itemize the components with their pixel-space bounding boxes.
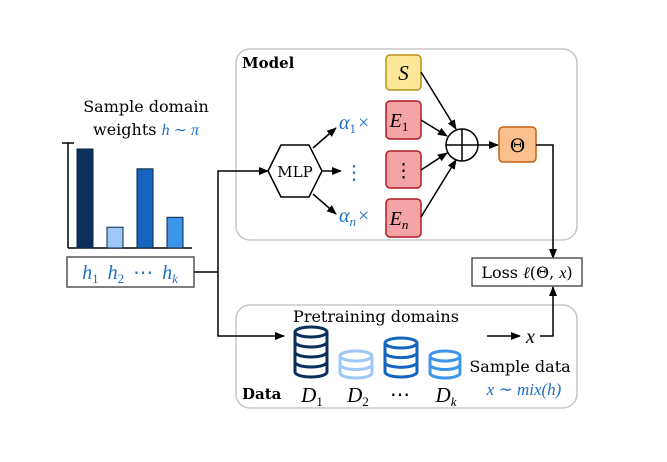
expert-n-label: En — [389, 208, 409, 232]
pretraining-label: Pretraining domains — [293, 307, 459, 326]
weights-vector: h1 h2 ⋯ hk — [82, 262, 178, 288]
arrow-x-loss — [540, 286, 557, 337]
sample-data-line1: Sample data — [469, 357, 571, 376]
connector-to-mlp — [217, 167, 269, 272]
theta-label: Θ — [510, 135, 526, 157]
arrow-mlp-alpha1 — [312, 127, 337, 149]
domain-d1-label: D1 — [300, 383, 323, 409]
sample-data-math: x ∼ mix(h) — [486, 380, 562, 399]
expert-dots-label: ⋮ — [394, 160, 413, 182]
domain-dk-label: Dk — [435, 383, 457, 409]
domain-d2-label: D2 — [346, 383, 369, 409]
arrow-mlp-alphan — [312, 193, 337, 215]
arrow-s-sum — [420, 71, 457, 130]
chart-bar-2 — [106, 226, 124, 249]
db-d2-icon — [338, 349, 374, 380]
chart-bars — [76, 148, 184, 249]
weights-vector-box — [66, 256, 195, 288]
connector-to-domains — [217, 272, 285, 340]
model-panel-label: Model — [242, 54, 295, 72]
domain-weights-chart — [62, 142, 192, 249]
mlp-label: MLP — [277, 163, 312, 181]
coef-vdots: ⋮ — [344, 160, 364, 184]
coef-alpha1: α1× — [339, 112, 369, 136]
coef-alphan: αn× — [339, 205, 369, 229]
s-expert-label: S — [398, 61, 409, 85]
expert-1-label: E1 — [389, 110, 409, 134]
domain-ellipsis: ⋯ — [390, 382, 410, 406]
loss-box — [471, 257, 583, 287]
weights-ellipsis: ⋯ — [133, 262, 153, 284]
weights-caption-line2: weights h ∼ π — [93, 120, 200, 139]
weights-h2: h — [108, 262, 118, 284]
expert-n-box — [385, 198, 422, 238]
data-panel-label: Data — [242, 385, 282, 403]
chart-bar-1 — [76, 148, 94, 249]
arrow-e1-sum — [420, 119, 448, 137]
chart-bar-4 — [166, 216, 184, 249]
weights-hk: h — [162, 262, 172, 284]
arrow-theta-loss — [536, 144, 557, 259]
weights-h1: h — [82, 262, 92, 284]
db-dk-icon — [428, 349, 462, 380]
db-middle-icon — [383, 336, 419, 379]
db-d1-icon — [293, 325, 329, 379]
sample-x-label: x — [525, 326, 535, 348]
weights-caption-line1: Sample domain — [83, 97, 209, 116]
data-panel — [235, 304, 578, 409]
arrow-edots-sum — [420, 152, 448, 171]
chart-bar-3 — [136, 168, 154, 249]
loss-label: Loss ℓ(Θ, x) — [481, 263, 572, 282]
model-panel — [235, 48, 578, 241]
arrow-en-sum — [420, 159, 457, 218]
domain-databases — [293, 325, 462, 380]
